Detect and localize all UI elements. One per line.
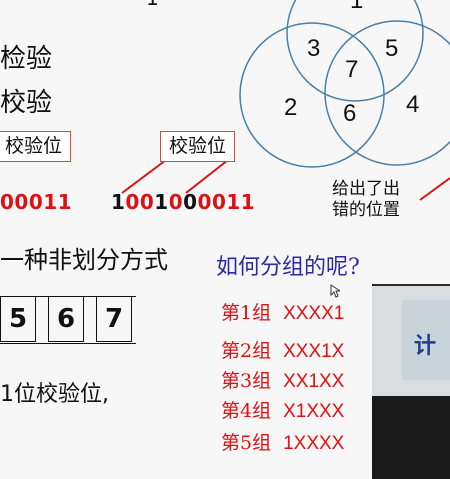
question-heading: 如何分组的呢?: [216, 255, 360, 280]
group-pattern: X1XXX: [283, 401, 345, 422]
group-row: 第2组 XXX1X: [221, 336, 344, 363]
group-pattern: XXXX1: [283, 303, 345, 324]
venn-region-3: 3: [307, 35, 320, 62]
video-screen: [402, 300, 450, 380]
venn-note-line-2: 错的位置: [332, 200, 400, 220]
group-label: 第5组: [221, 432, 272, 454]
parity-label-mid: 校验位: [160, 131, 236, 162]
video-screen-text: 计: [414, 334, 437, 359]
parity-count-text: 1位校验位,: [0, 382, 109, 407]
venn-region-6: 6: [343, 100, 356, 127]
group-row: 第1组 XXXX1: [221, 298, 344, 325]
venn-region-4: 4: [406, 91, 419, 118]
bit-row: [0, 296, 136, 344]
code-left: 00011: [0, 190, 73, 214]
parity-label-left: 校验位: [0, 131, 72, 162]
arrow-left: [121, 159, 167, 194]
group-label: 第1组: [221, 302, 272, 324]
group-row: 第3组 XX1XX: [221, 366, 344, 393]
video-inset: 计: [372, 284, 450, 479]
group-label: 第3组: [221, 370, 272, 392]
group-row: 第4组 X1XXX: [221, 396, 344, 423]
video-presenter: [372, 396, 450, 479]
code-digit: 0: [168, 190, 184, 214]
venn-note: 给出了出 错的位置: [332, 179, 400, 221]
venn-region-top: 1: [350, 0, 363, 14]
venn-region-7: 7: [345, 56, 358, 83]
group-pattern: XXX1X: [283, 341, 345, 362]
code-right: 1001000011: [111, 190, 255, 214]
venn-circle-right: [324, 20, 450, 166]
group-label: 第4组: [221, 400, 272, 422]
group-pattern: XX1XX: [283, 371, 345, 392]
venn-region-2: 2: [284, 94, 297, 121]
code-digit: 1: [154, 190, 169, 214]
top-partial-text: 1: [146, 0, 159, 10]
code-digit: 0011: [197, 190, 256, 214]
group-label: 第2组: [221, 340, 272, 362]
venn-circle-left: [239, 22, 385, 168]
method-text: 一种非划分方式: [0, 246, 168, 274]
arrow-note: [419, 177, 450, 201]
arrow-right: [185, 159, 229, 194]
group-row: 第5组 1XXXX: [221, 428, 344, 455]
venn-circle-top: [286, 0, 424, 102]
venn-note-line-1: 给出了出: [332, 179, 400, 199]
venn-region-5: 5: [385, 35, 398, 62]
group-pattern: 1XXXX: [283, 433, 345, 454]
mouse-cursor-icon: [330, 284, 340, 298]
heading-line-1: 检验: [0, 44, 53, 74]
code-digit: 00: [125, 190, 155, 214]
code-digit: 0: [183, 190, 198, 214]
heading-line-2: 校验: [0, 88, 53, 118]
code-digit: 1: [111, 190, 126, 214]
